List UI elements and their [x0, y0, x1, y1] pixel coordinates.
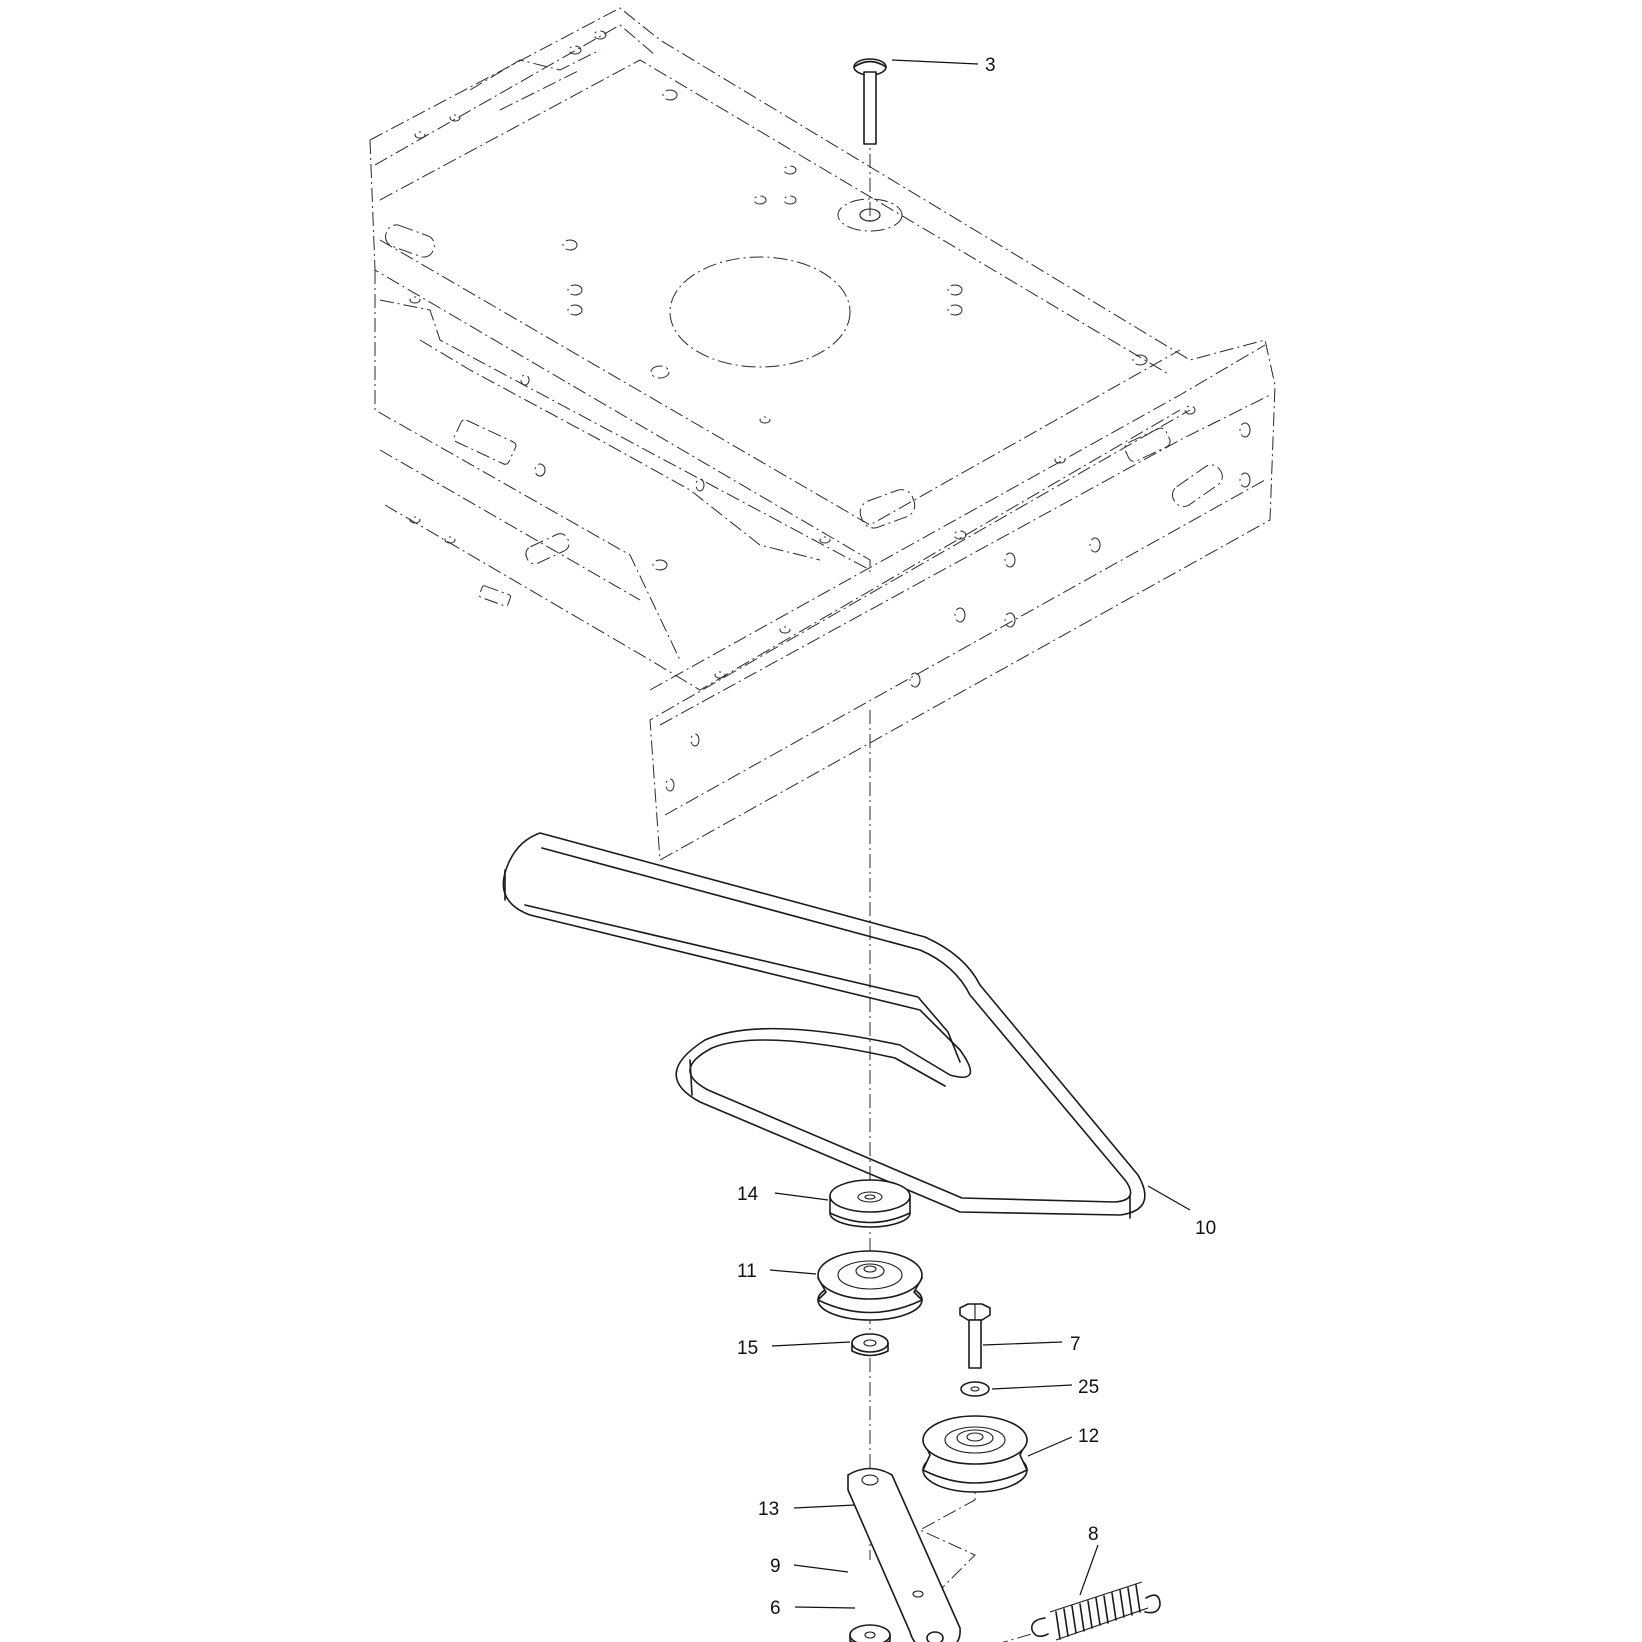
pivot-pin — [853, 58, 887, 145]
callout-7: 7 — [1070, 1334, 1081, 1355]
callout-6: 6 — [770, 1598, 781, 1619]
idler-pulley — [922, 1415, 1028, 1493]
drive-pulley — [817, 1250, 923, 1321]
callout-8: 8 — [1088, 1524, 1099, 1545]
callout-labels: 3 10 14 11 15 7 25 12 13 8 9 6 — [737, 55, 1216, 1619]
idler-arm — [847, 1467, 961, 1642]
callout-11: 11 — [737, 1261, 757, 1282]
extension-spring — [1030, 1581, 1161, 1641]
callout-13: 13 — [758, 1499, 779, 1520]
spacer-pulley — [829, 1179, 911, 1228]
hex-bolt — [959, 1303, 991, 1369]
callout-25: 25 — [1078, 1377, 1099, 1398]
callout-3: 3 — [985, 55, 996, 76]
leader-lines — [769, 59, 1191, 1609]
lower-washer — [849, 1624, 891, 1642]
callout-14: 14 — [737, 1184, 759, 1205]
callout-9: 9 — [770, 1556, 781, 1577]
flat-washer — [960, 1381, 990, 1397]
callout-12: 12 — [1078, 1426, 1099, 1447]
callout-15: 15 — [737, 1338, 758, 1359]
spacer-washer — [851, 1333, 889, 1357]
callout-10: 10 — [1195, 1218, 1216, 1239]
mower-frame-phantom — [369, 7, 1276, 861]
drive-belt — [502, 832, 1146, 1219]
